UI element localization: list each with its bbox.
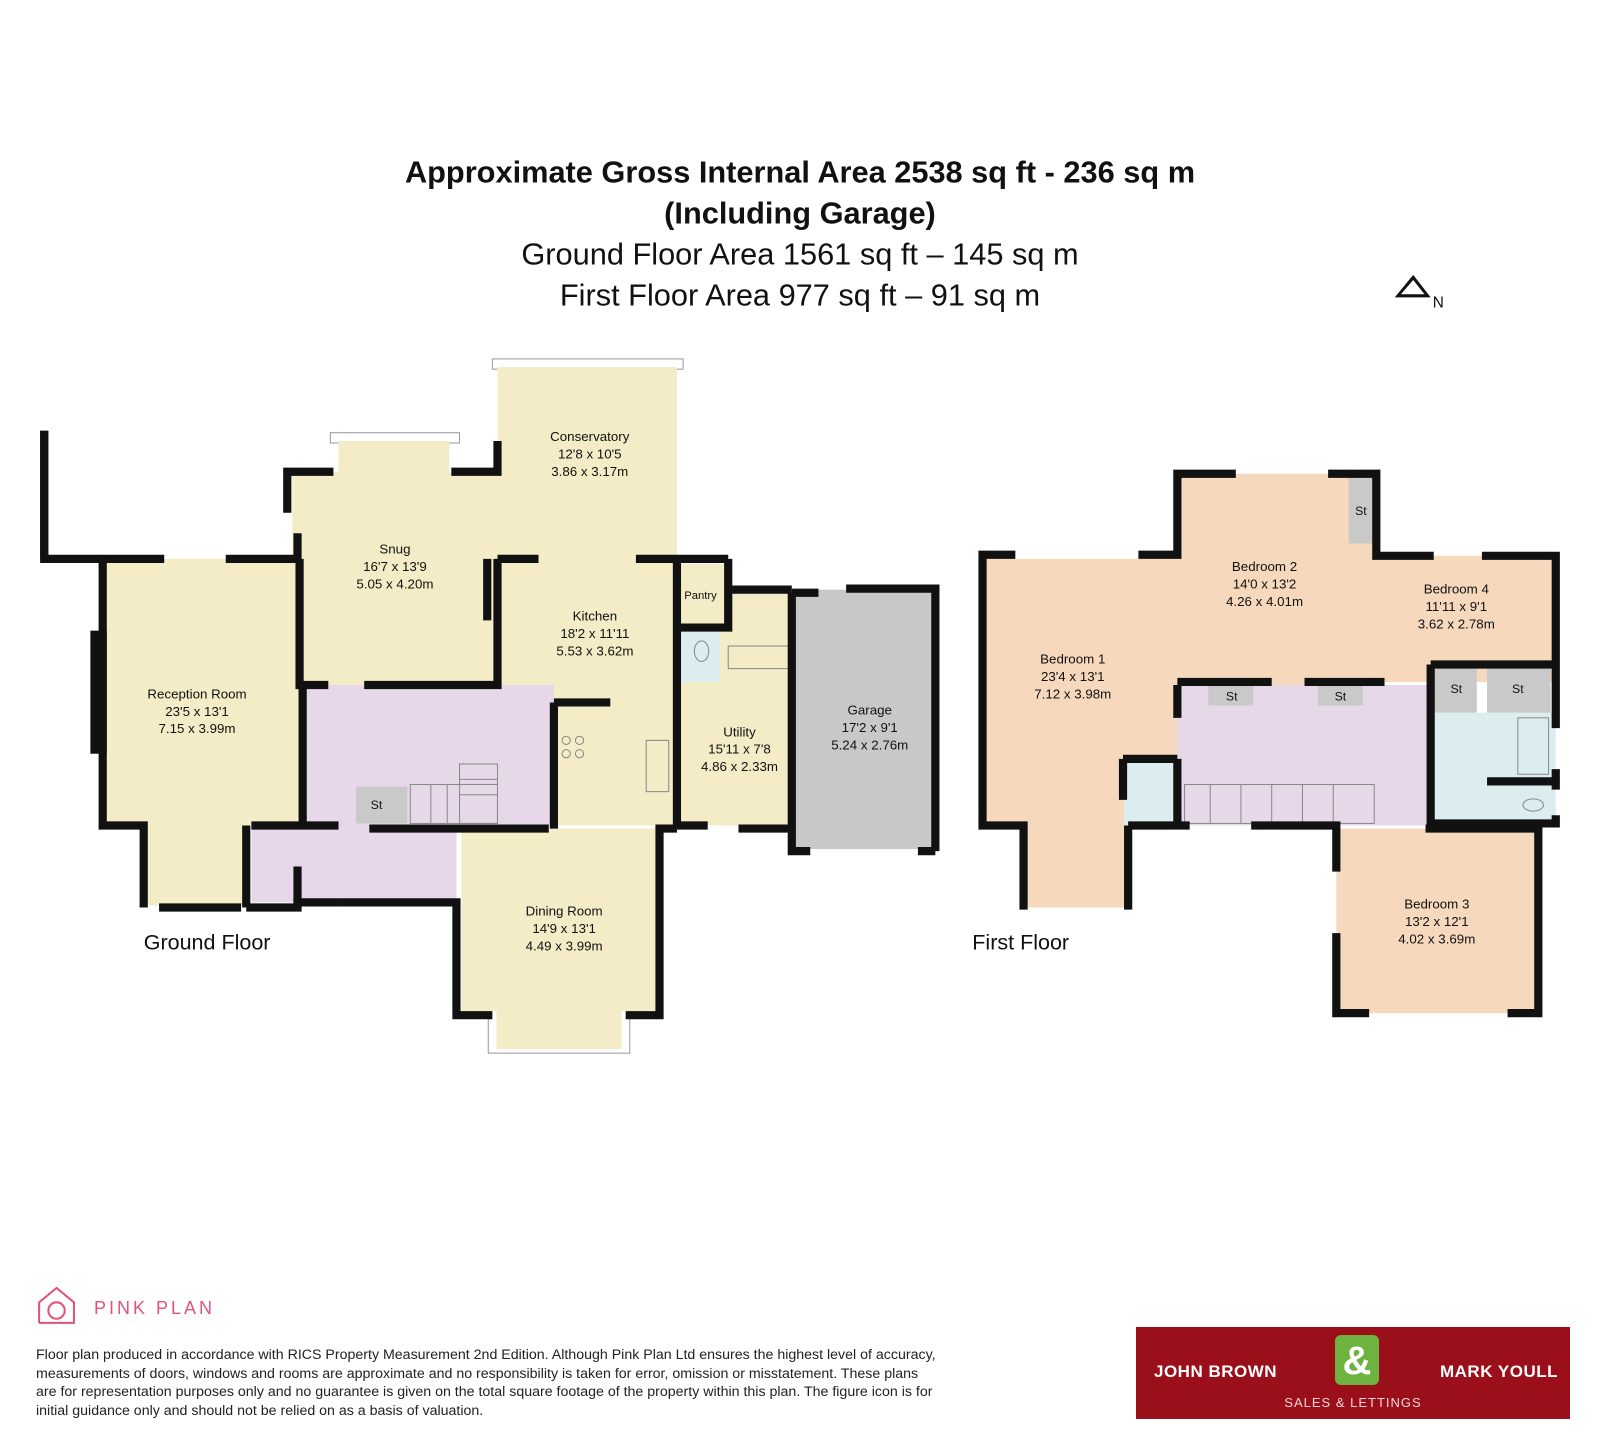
bedroom2-metric: 4.26 x 4.01m [1226, 594, 1303, 609]
pink-plan-logo-icon [38, 1286, 76, 1324]
dining-room [461, 828, 657, 1012]
store-label: St [1335, 689, 1347, 703]
store-label: St [1450, 682, 1462, 696]
reception-imperial: 23'5 x 13'1 [165, 704, 229, 719]
bedroom4-metric: 3.62 x 2.78m [1418, 617, 1495, 632]
snug-bay [338, 440, 450, 474]
bedroom1-metric: 7.12 x 3.98m [1034, 686, 1111, 701]
ground-floor-plan: Conservatory 12'8 x 10'5 3.86 x 3.17m Sn… [40, 358, 940, 1054]
conservatory-name: Conservatory [550, 429, 630, 444]
bedroom4-imperial: 11'11 x 9'1 [1425, 599, 1487, 614]
toilet-icon [693, 640, 710, 662]
hall-lower [251, 825, 457, 903]
title-line-2: (Including Garage) [664, 196, 936, 231]
agent-ampersand: & [1335, 1335, 1379, 1385]
kitchen-name: Kitchen [573, 608, 617, 623]
first-floor-labels: Bedroom 1 23'4 x 13'1 7.12 x 3.98m Bedro… [1034, 504, 1524, 947]
bedroom1-bay [1023, 825, 1129, 908]
chimney-breast [90, 630, 107, 754]
ground-area: Ground Floor Area 1561 sq ft – 145 sq m [521, 237, 1078, 272]
garage-room [794, 589, 936, 850]
sink-icon [645, 739, 670, 793]
compass-label: N [1433, 295, 1444, 312]
reception-name: Reception Room [147, 686, 246, 701]
reception-bay [143, 825, 247, 906]
compass-icon: N [1394, 274, 1444, 312]
title-line-1: Approximate Gross Internal Area 2538 sq … [405, 155, 1195, 190]
bedroom4-name: Bedroom 4 [1424, 582, 1490, 597]
first-floor-plan: Bedroom 1 23'4 x 13'1 7.12 x 3.98m Bedro… [972, 469, 1560, 1018]
conservatory-imperial: 12'8 x 10'5 [558, 446, 622, 461]
ground-floor-walls [40, 430, 940, 1020]
landing [1177, 685, 1431, 826]
dining-metric: 4.49 x 3.99m [526, 939, 603, 954]
bedroom3-imperial: 13'2 x 12'1 [1405, 914, 1469, 929]
toilet-icon [1522, 798, 1544, 812]
reception-metric: 7.15 x 3.99m [158, 721, 235, 736]
agent-logo: JOHN BROWN & MARK YOULL SALES & LETTINGS [1136, 1327, 1570, 1419]
store-label: St [1226, 689, 1238, 703]
kitchen-metric: 5.53 x 3.62m [556, 643, 633, 658]
reception-room [102, 558, 300, 826]
bath-icon [1517, 717, 1550, 775]
store-label: St [1512, 682, 1524, 696]
dining-name: Dining Room [526, 904, 603, 919]
dining-imperial: 14'9 x 13'1 [532, 921, 596, 936]
ensuite-shower [1124, 758, 1178, 826]
conservatory-room [497, 367, 677, 559]
pantry-name: Pantry [684, 590, 717, 602]
garage-name: Garage [847, 703, 891, 718]
utility-name: Utility [723, 724, 756, 739]
pink-plan-brand: PINK PLAN [94, 1298, 216, 1318]
hall-upper [302, 685, 554, 826]
disclaimer-text: Floor plan produced in accordance with R… [36, 1347, 936, 1419]
snug-name: Snug [379, 542, 410, 557]
bathroom [1430, 712, 1556, 821]
wc-room-overlay [678, 630, 721, 682]
store-2 [1487, 668, 1551, 713]
store-label: St [1355, 504, 1367, 518]
store-3 [1208, 685, 1254, 706]
snug-imperial: 16'7 x 13'9 [363, 559, 427, 574]
under-stairs-store [355, 786, 408, 824]
snug-room [292, 471, 498, 686]
agent-name-right: MARK YOULL [1439, 1362, 1558, 1381]
store-1 [1433, 668, 1477, 713]
stairs-icon [1184, 783, 1375, 824]
hob-icon [561, 735, 585, 759]
bedroom3-metric: 4.02 x 3.69m [1398, 931, 1475, 946]
first-floor-walls [978, 469, 1560, 1018]
agent-name-left: JOHN BROWN [1154, 1362, 1278, 1381]
snug-metric: 5.05 x 4.20m [356, 577, 433, 592]
kitchen-imperial: 18'2 x 11'11 [560, 626, 629, 641]
garage-metric: 5.24 x 2.76m [831, 738, 908, 753]
utility-metric: 4.86 x 2.33m [701, 759, 778, 774]
garage-imperial: 17'2 x 9'1 [842, 720, 898, 735]
store-4 [1317, 685, 1363, 706]
store-label: St [371, 798, 383, 812]
agent-tagline: SALES & LETTINGS [1284, 1395, 1422, 1410]
bedroom1-name: Bedroom 1 [1040, 651, 1105, 666]
bedroom2-name: Bedroom 2 [1232, 559, 1297, 574]
bedroom3-name: Bedroom 3 [1404, 897, 1469, 912]
bedroom2-room [1177, 473, 1375, 686]
bedroom3-room [1336, 828, 1539, 1014]
ground-floor-labels: Conservatory 12'8 x 10'5 3.86 x 3.17m Sn… [147, 429, 908, 954]
utility-imperial: 15'11 x 7'8 [708, 742, 771, 757]
stairs-icon [409, 645, 793, 824]
bedroom1-imperial: 23'4 x 13'1 [1041, 669, 1105, 684]
dining-bay [496, 1010, 622, 1050]
bedroom2-store [1348, 476, 1375, 544]
first-floor-label: First Floor [972, 931, 1069, 955]
ground-floor-label: Ground Floor [144, 931, 271, 955]
conservatory-metric: 3.86 x 3.17m [551, 464, 628, 479]
bedroom2-imperial: 14'0 x 13'2 [1233, 577, 1297, 592]
first-area: First Floor Area 977 sq ft – 91 sq m [560, 278, 1040, 313]
